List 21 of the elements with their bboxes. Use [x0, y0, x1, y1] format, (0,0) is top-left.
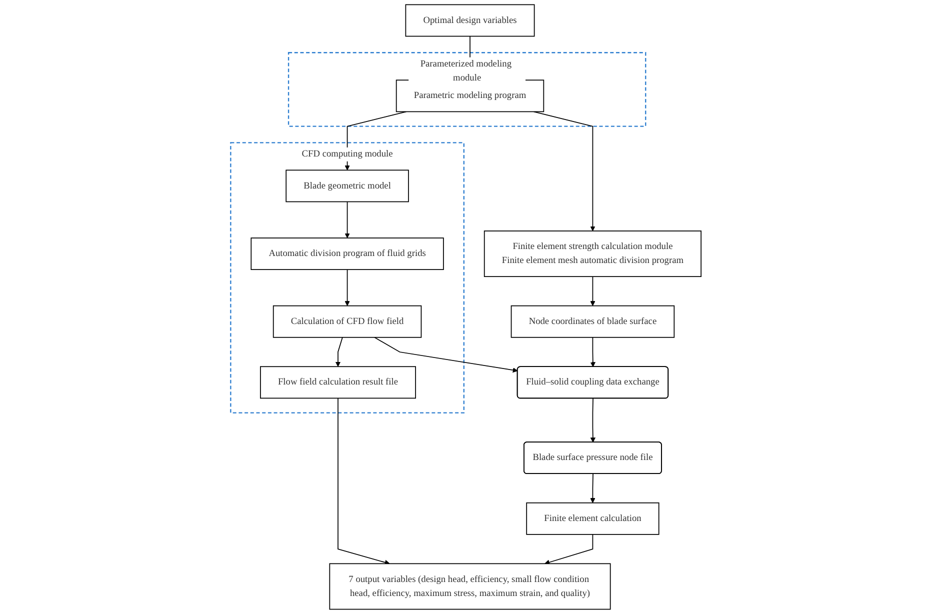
node-box: Finite element strength calculation module Finite element mesh automatic division program	[484, 230, 702, 278]
node-box: Automatic division program of fluid grids	[250, 238, 444, 270]
node-box: 7 output variables (design head, efficiency, small flow condition head, efficiency, maximum stress, maximum strain, and quality)	[328, 563, 610, 610]
arrow	[344, 201, 350, 238]
arrow	[337, 398, 390, 565]
node-box: Parametric modeling program	[396, 80, 544, 112]
node-box: Node coordinates of blade surface	[510, 305, 674, 338]
arrow	[590, 398, 596, 443]
arrow	[590, 276, 595, 306]
node-box: Blade geometric model	[285, 170, 409, 202]
arrow	[344, 269, 350, 306]
node-box: Calculation of CFD flow field	[272, 305, 422, 338]
arrow	[532, 111, 595, 232]
arrow	[590, 474, 595, 504]
node-box: Flow field calculation result file	[260, 366, 416, 399]
arrow	[590, 336, 596, 368]
arrow	[544, 534, 593, 565]
arrow	[374, 336, 518, 373]
arrow	[335, 336, 343, 367]
node-box: Finite element calculation	[526, 502, 659, 535]
node-box: Optimal design variables	[404, 4, 534, 37]
